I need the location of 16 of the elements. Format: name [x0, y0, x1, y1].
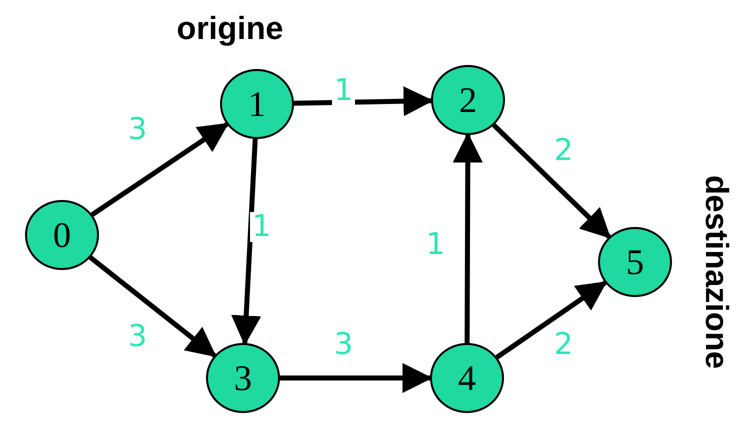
- arrow: [90, 122, 229, 217]
- node-number: 3: [234, 357, 252, 399]
- node-caption: destinazione: [701, 175, 733, 369]
- arrow: [492, 123, 611, 239]
- arrow: [280, 363, 432, 393]
- arrow: [495, 280, 608, 360]
- node-number: 5: [626, 241, 644, 283]
- arrow: [231, 138, 262, 346]
- node-number: 4: [458, 357, 476, 399]
- arrow: [88, 255, 217, 358]
- arrow: [452, 132, 483, 344]
- node-number: 0: [53, 214, 71, 256]
- node-number: 2: [459, 79, 477, 121]
- node-caption: origine: [176, 12, 284, 44]
- node-number: 1: [248, 83, 266, 125]
- edge-label: 1: [332, 76, 356, 106]
